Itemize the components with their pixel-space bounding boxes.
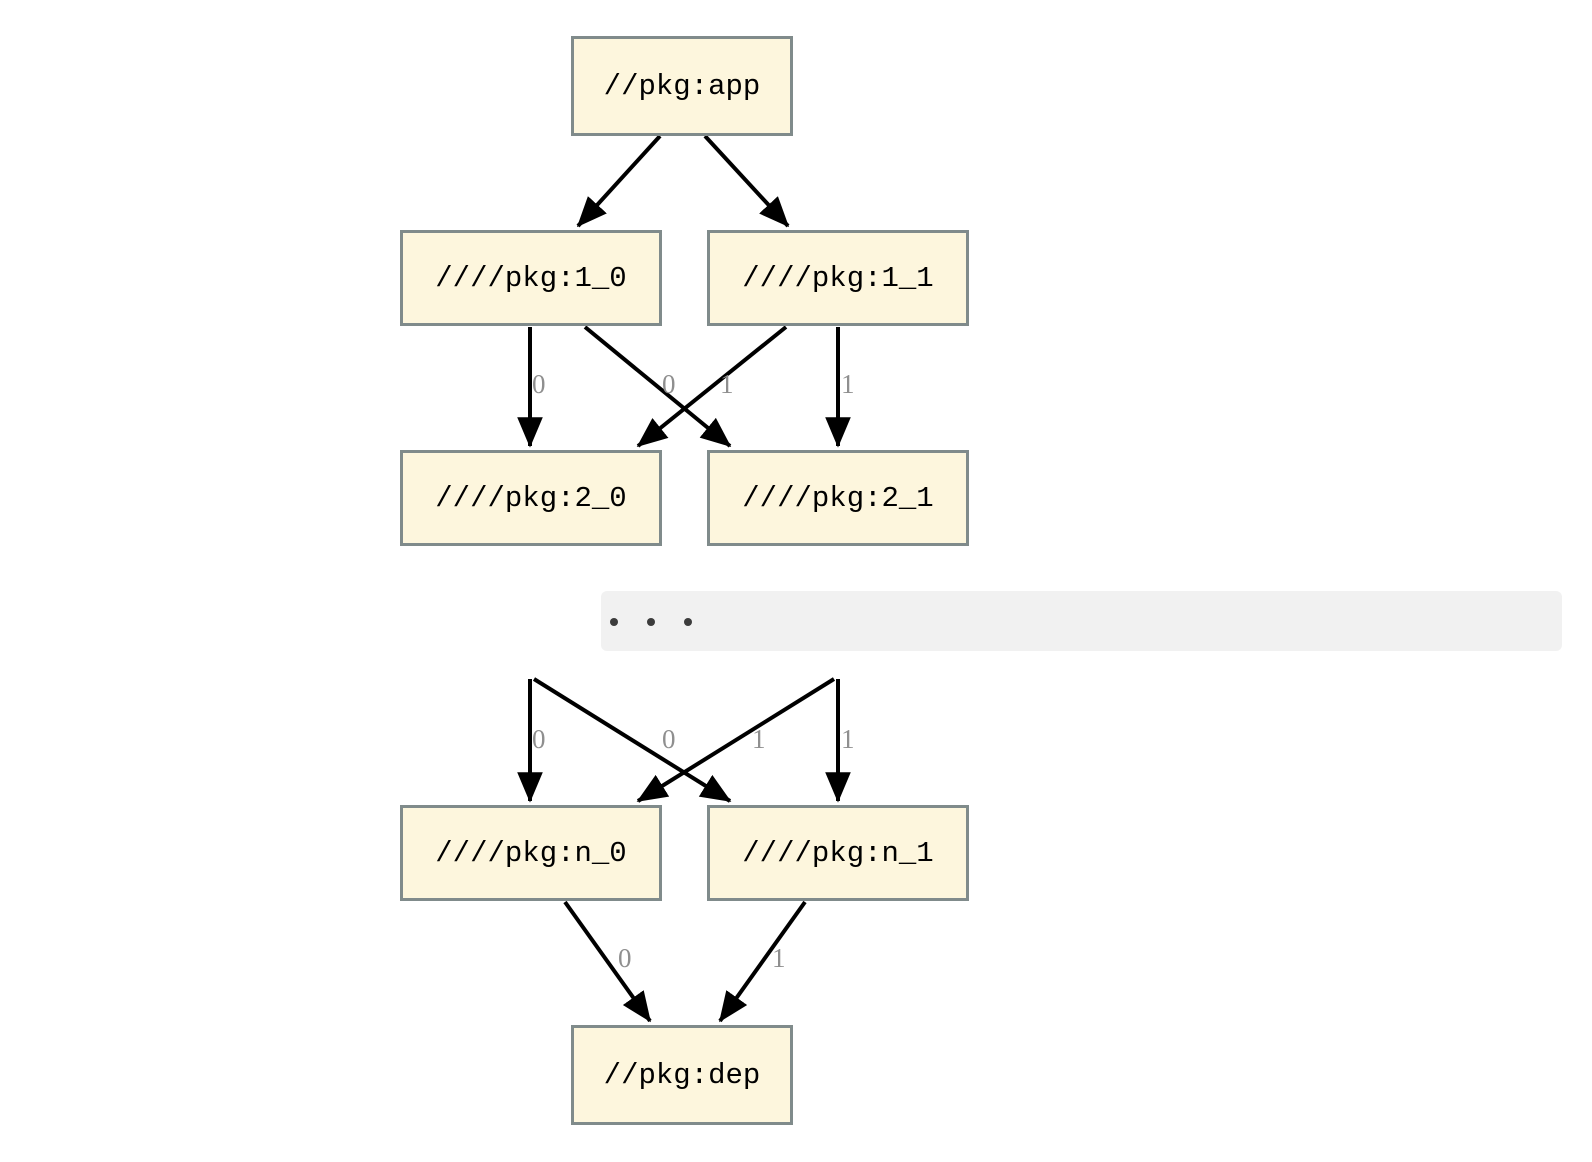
node-label: ////pkg:1_0 [435, 261, 627, 295]
node-n1_0[interactable]: ////pkg:1_0 [400, 230, 662, 326]
node-app[interactable]: //pkg:app [571, 36, 793, 136]
edge-nn_1-to-dep [718, 900, 807, 1023]
node-nn_1[interactable]: ////pkg:n_1 [707, 805, 969, 901]
ellipsis-band [601, 591, 1562, 651]
edge-upstream-to-nn_0 [636, 677, 836, 803]
edge-label: 0 [532, 369, 546, 399]
node-label: ////pkg:1_1 [742, 261, 934, 295]
node-n1_1[interactable]: ////pkg:1_1 [707, 230, 969, 326]
node-label: ////pkg:n_1 [742, 836, 934, 870]
edge-label: 0 [618, 943, 632, 973]
node-label: ////pkg:2_1 [742, 481, 934, 515]
edge-upstream-to-nn_1 [532, 677, 732, 803]
ellipsis-dots [610, 618, 692, 626]
node-nn_0[interactable]: ////pkg:n_0 [400, 805, 662, 901]
edge-n1_0-to-n2_1 [583, 325, 732, 448]
node-label: ////pkg:n_0 [435, 836, 627, 870]
ellipsis-dot [647, 618, 655, 626]
edge-label: 1 [841, 369, 855, 399]
ellipsis-dot [684, 618, 692, 626]
edge-label: 0 [662, 724, 676, 754]
edge-nn_0-to-dep [563, 900, 652, 1023]
edge-app-to-n1_0 [576, 134, 662, 228]
edge-label: 1 [720, 369, 734, 399]
edge-app-to-n1_1 [703, 134, 790, 228]
node-label: //pkg:dep [603, 1058, 761, 1092]
edge-label: 1 [841, 724, 855, 754]
node-dep[interactable]: //pkg:dep [571, 1025, 793, 1125]
edge-n1_1-to-n2_0 [636, 325, 788, 448]
node-label: //pkg:app [603, 69, 761, 103]
edge-label: 1 [752, 724, 766, 754]
ellipsis-dot [610, 618, 618, 626]
node-label: ////pkg:2_0 [435, 481, 627, 515]
node-n2_0[interactable]: ////pkg:2_0 [400, 450, 662, 546]
edge-label: 0 [532, 724, 546, 754]
edge-group [517, 134, 851, 1023]
edge-label: 0 [662, 369, 676, 399]
node-n2_1[interactable]: ////pkg:2_1 [707, 450, 969, 546]
edge-label: 1 [772, 943, 786, 973]
